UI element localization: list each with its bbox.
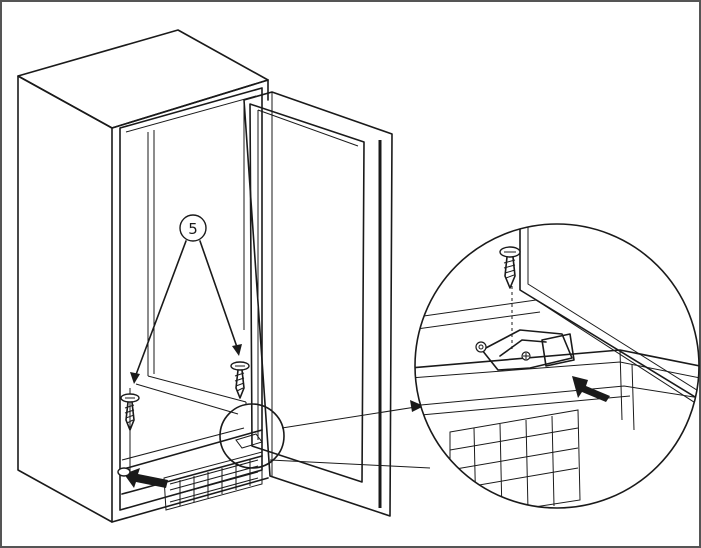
screw-right-icon: [230, 361, 250, 399]
hinge-detail-circle: [219, 403, 285, 469]
ventilation-grille: [163, 451, 263, 511]
screw-left-icon: [120, 393, 140, 466]
zoom-leader: [269, 400, 431, 469]
screw-magnified-icon: [499, 246, 521, 289]
callout-number: 5: [188, 220, 198, 238]
callout-5: 5: [130, 214, 242, 384]
bottom-hinge: [235, 433, 263, 449]
refrigerator-cabinet: [17, 29, 269, 523]
pointer-arrow-left-icon: [117, 467, 168, 488]
pointer-arrow-magnified-icon: [572, 376, 610, 402]
